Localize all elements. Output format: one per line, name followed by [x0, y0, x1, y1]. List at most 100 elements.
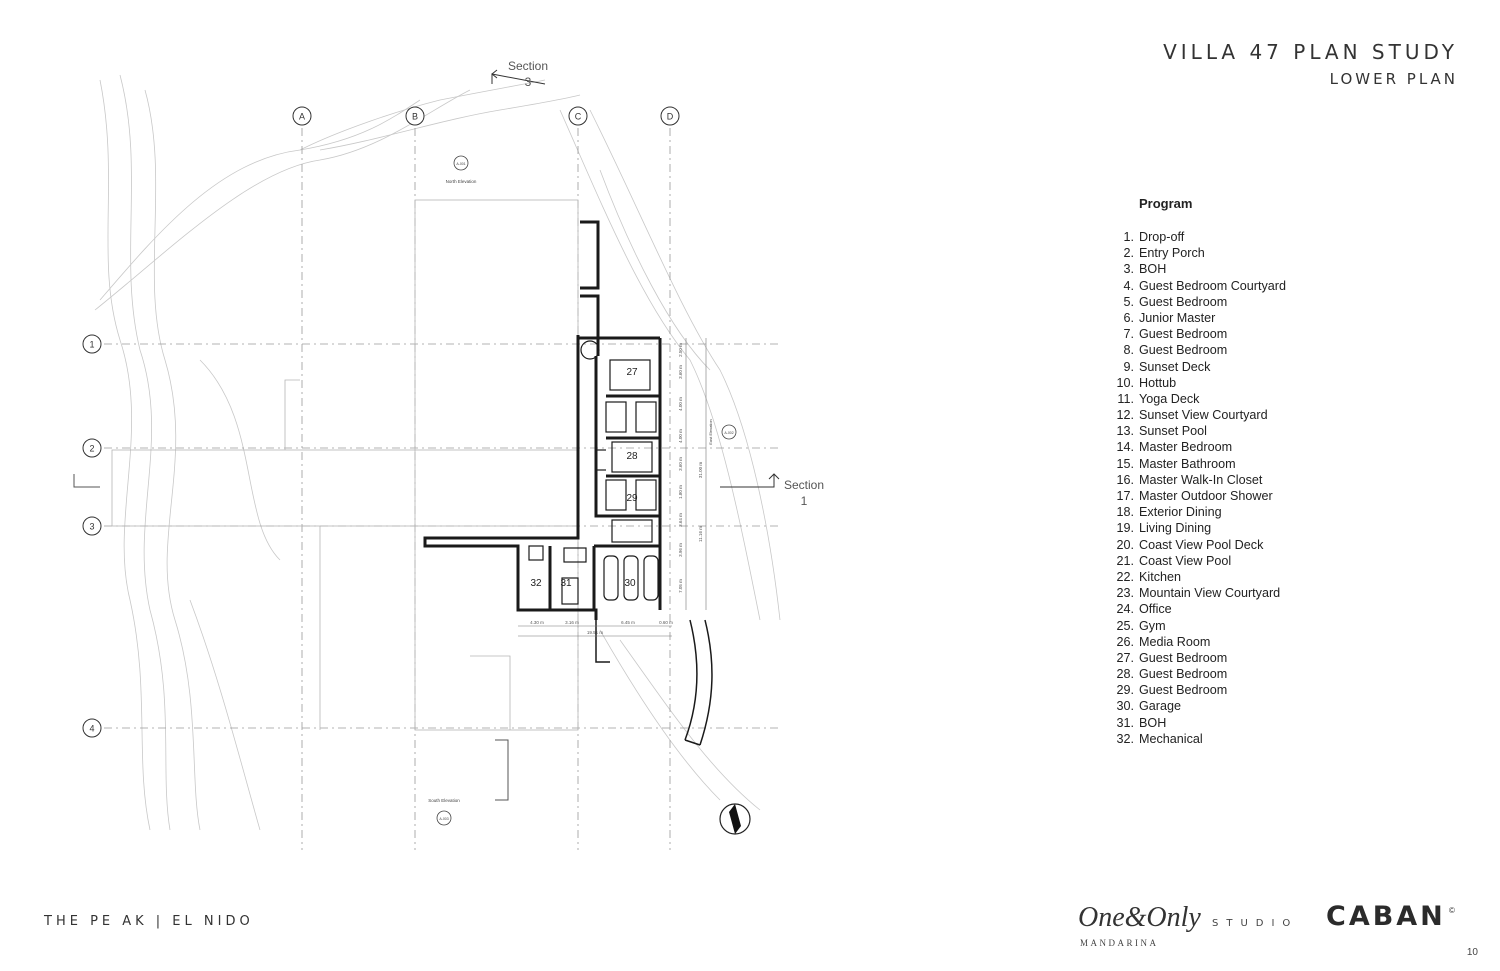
program-item: 15. Master Bathroom: [1112, 456, 1286, 472]
program-item-label: Sunset Deck: [1139, 359, 1211, 374]
sheet-title-sub: LOWER PLAN: [1329, 70, 1458, 88]
program-item-number: 7.: [1123, 327, 1134, 342]
program-item-number: 1.: [1123, 230, 1134, 244]
grid-col-b: B: [412, 112, 418, 122]
room-label-32: 32: [530, 578, 542, 589]
program-heading: Program: [1139, 196, 1193, 211]
program-item: 13. Sunset Pool: [1112, 423, 1286, 439]
program-item-number: 12.: [1116, 408, 1134, 423]
program-item-label: Coast View Pool: [1139, 553, 1232, 568]
dim-h-2: 3.16 m: [565, 620, 579, 625]
program-item-label: Master Walk-In Closet: [1139, 472, 1263, 487]
program-item-number: 18.: [1116, 505, 1134, 520]
program-item: 7. Guest Bedroom: [1112, 326, 1286, 342]
program-item-number: 11.: [1117, 391, 1134, 406]
program-item-label: Guest Bedroom: [1139, 650, 1228, 665]
program-item: 14. Master Bedroom: [1112, 439, 1286, 455]
program-item-label: BOH: [1139, 262, 1167, 277]
program-item: 3.BOH: [1112, 261, 1286, 277]
dimension-lines: [518, 338, 707, 637]
program-item-number: 14.: [1116, 440, 1134, 455]
grid-row-4: 4: [89, 724, 94, 734]
grid-row-1: 1: [89, 340, 94, 350]
dim-v-1: 2.50 m: [678, 343, 683, 357]
east-elevation-label: East Elevation: [708, 419, 713, 445]
north-elevation-label: North Elevation: [446, 179, 477, 184]
dim-v-2: 3.60 m: [678, 365, 683, 379]
room-label-31: 31: [560, 578, 572, 589]
program-item-label: Entry Porch: [1139, 246, 1205, 261]
north-elevation-marker: A-001 North Elevation: [446, 155, 477, 184]
program-item-number: 30.: [1116, 699, 1134, 714]
south-elevation-marker: A-003 South Elevation: [428, 739, 509, 826]
program-item-label: Living Dining: [1139, 521, 1212, 536]
driveway-wall: [595, 619, 713, 746]
south-elevation-label: South Elevation: [428, 798, 460, 803]
program-item: 27. Guest Bedroom: [1112, 650, 1286, 666]
sheet-title: VILLA 47 PLAN STUDY LOWER PLAN: [1163, 40, 1458, 88]
program-item-label: Master Bathroom: [1139, 456, 1236, 471]
program-item-label: Master Bedroom: [1139, 440, 1233, 455]
program-item: 17.Master Outdoor Shower: [1112, 488, 1286, 504]
program-item-label: BOH: [1139, 715, 1167, 730]
program-item: 16.Master Walk-In Closet: [1112, 472, 1286, 488]
project-name: THE PE AK | EL NIDO: [44, 914, 254, 929]
program-item: 9. Sunset Deck: [1112, 359, 1286, 375]
program-item-label: Guest Bedroom: [1139, 683, 1228, 698]
grid-row-3: 3: [89, 522, 94, 532]
program-item-number: 19.: [1116, 521, 1134, 536]
building-walls: [423, 220, 662, 620]
section-cut-mark: [73, 474, 100, 488]
program-item-number: 22.: [1116, 569, 1134, 584]
grid-row-2: 2: [89, 444, 94, 454]
room-label-27: 27: [626, 367, 638, 378]
dim-v-total: 31.00 m: [698, 462, 703, 479]
north-arrow-icon: [719, 803, 751, 835]
room-label-28: 28: [626, 451, 638, 462]
program-item-label: Office: [1139, 602, 1172, 617]
room-label-29: 29: [626, 493, 638, 504]
program-item-label: Guest Bedroom: [1139, 294, 1228, 309]
program-item-number: 29.: [1116, 683, 1134, 698]
program-item: 19. Living Dining: [1112, 520, 1286, 536]
program-item: 21.Coast View Pool: [1112, 553, 1286, 569]
program-item: 10.Hottub: [1112, 375, 1286, 391]
dim-h-total: 19.51 m: [587, 630, 604, 635]
upper-level-outlines: [111, 199, 579, 731]
program-item-label: Yoga Deck: [1139, 391, 1200, 406]
dim-v-3: 4.00 m: [678, 397, 683, 411]
program-item-label: Exterior Dining: [1139, 505, 1222, 520]
section-1-label: Section: [784, 478, 824, 492]
program-item-number: 9.: [1123, 359, 1134, 374]
program-item-label: Sunset Pool: [1139, 424, 1207, 439]
section-1-marker: Section 1: [720, 473, 824, 508]
program-item: 5. Guest Bedroom: [1112, 294, 1286, 310]
section-3-number: 3: [525, 75, 532, 89]
program-item-label: Guest Bedroom: [1139, 327, 1228, 342]
program-item-number: 10.: [1116, 375, 1134, 390]
program-item: 28. Guest Bedroom: [1112, 666, 1286, 682]
mandarina-logo-text: MANDARINA: [1080, 938, 1159, 948]
grid-col-a: A: [299, 112, 305, 122]
program-item-number: 31.: [1116, 715, 1134, 730]
program-item-label: Guest Bedroom: [1139, 343, 1228, 358]
program-item-label: Guest Bedroom: [1139, 667, 1228, 682]
east-elevation-marker: A-002 East Elevation: [708, 419, 737, 445]
program-item-number: 5.: [1123, 294, 1134, 309]
program-item: 26.Media Room: [1112, 634, 1286, 650]
dim-h-1: 4.30 m: [530, 620, 544, 625]
program-item-number: 28.: [1116, 667, 1134, 682]
program-item-number: 27.: [1116, 650, 1134, 665]
program-item-label: Sunset View Courtyard: [1139, 408, 1268, 423]
program-item-label: Master Outdoor Shower: [1139, 489, 1273, 503]
program-item: 2.Entry Porch: [1112, 245, 1286, 261]
elev-tag-north: A-001: [456, 162, 465, 166]
site-contours: [94, 74, 781, 831]
grid-col-c: C: [575, 112, 582, 122]
program-item-number: 20.: [1116, 537, 1134, 552]
program-item-number: 15.: [1116, 456, 1134, 471]
program-item-number: 13.: [1116, 424, 1134, 439]
floor-plan-drawing: A B C D 1 2 3 4: [73, 59, 824, 850]
program-item-label: Coast View Pool Deck: [1139, 537, 1264, 552]
